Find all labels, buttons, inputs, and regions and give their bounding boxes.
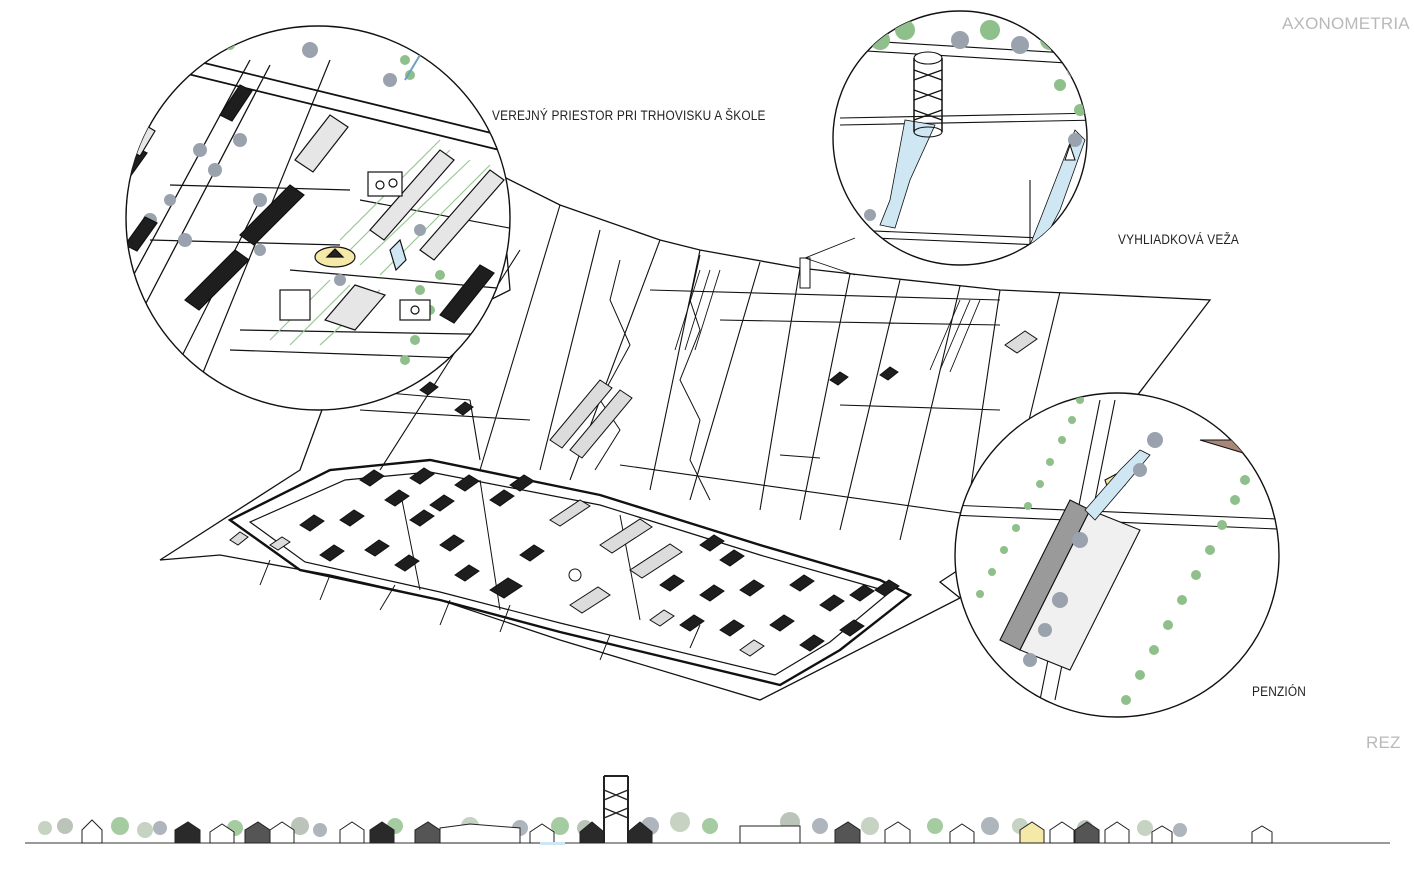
creek-bank [594, 259, 631, 471]
creek [679, 254, 711, 501]
tower-marker [799, 257, 811, 289]
section-drawing [25, 775, 1390, 845]
village-buildings [229, 257, 1038, 657]
field-rows [674, 269, 981, 373]
village-road [227, 458, 913, 687]
callout-label-pension: PENZIÓN [1252, 684, 1307, 699]
page-title: AXONOMETRIA [1282, 14, 1410, 33]
section-tower [603, 775, 629, 843]
callout-label-market: VEREJNÝ PRIESTOR PRI TRHOVISKU A ŠKOLE [492, 108, 766, 123]
callout-tower [832, 10, 1088, 266]
village-road-inner [248, 471, 892, 676]
tower-drawing [913, 51, 943, 138]
callout-market [125, 25, 511, 411]
callout-pension [954, 392, 1280, 718]
field-lines [329, 204, 1061, 561]
village-streets [259, 479, 701, 661]
callout-label-tower: VYHLIADKOVÁ VEŽA [1118, 232, 1239, 247]
section-title: REZ [1366, 733, 1401, 752]
